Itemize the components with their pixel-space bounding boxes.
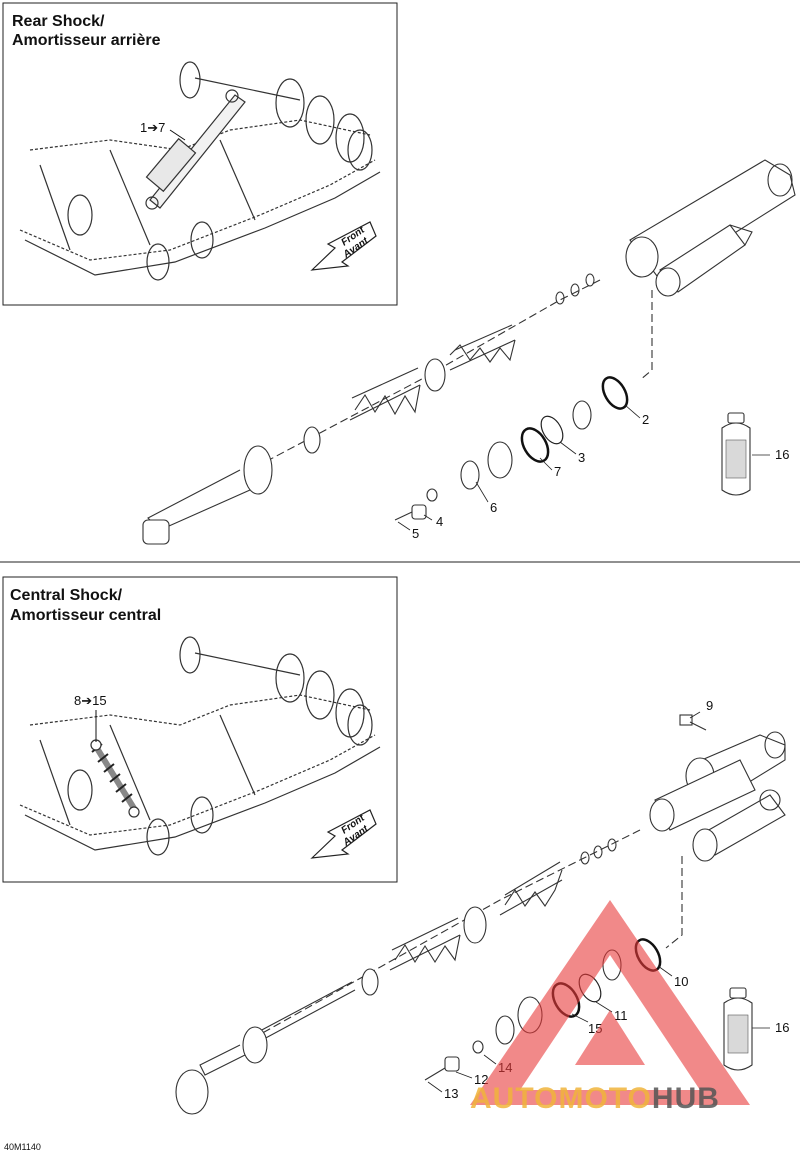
rear-inset-title-line2: Amortisseur arrière xyxy=(12,32,161,49)
watermark-moto: MOTO xyxy=(558,1082,651,1115)
part-label-6: 6 xyxy=(490,500,497,515)
part-label-16-rear: 16 xyxy=(775,447,789,462)
watermark-triangle-icon xyxy=(470,900,750,1105)
rear-oil-bottle-icon xyxy=(721,412,751,496)
central-oil-bottle-icon xyxy=(723,987,753,1071)
part-label-9: 9 xyxy=(706,698,713,713)
central-leader-lines xyxy=(427,711,770,1093)
part-label-5: 5 xyxy=(412,526,419,541)
rear-front-arrow-icon xyxy=(310,221,377,271)
rear-shock-exploded-view xyxy=(142,159,796,545)
rear-section: Rear Shock/ Amortisseur arrière xyxy=(2,2,796,545)
rear-inset-callout: 1➔7 xyxy=(140,120,165,135)
central-inset-callout: 8➔15 xyxy=(74,693,107,708)
part-label-12: 12 xyxy=(474,1072,488,1087)
part-label-11: 11 xyxy=(614,1008,628,1023)
rear-callout-leader xyxy=(169,129,186,141)
watermark-auto: AUTO xyxy=(470,1082,558,1115)
central-suspension-drawing xyxy=(19,636,381,856)
part-label-10: 10 xyxy=(674,974,688,989)
central-front-arrow-icon xyxy=(310,809,377,859)
watermark-logo xyxy=(470,900,750,1105)
rear-o-rings xyxy=(520,376,629,463)
rear-seal-ring xyxy=(540,415,564,445)
watermark-hub: HUB xyxy=(652,1082,720,1115)
watermark-text: AUTOMOTOHUB xyxy=(470,1082,720,1115)
central-inset-title-line2: Amortisseur central xyxy=(10,607,161,624)
part-label-4: 4 xyxy=(436,514,443,529)
central-inset-title-line1: Central Shock/ xyxy=(10,587,123,604)
part-label-16-central: 16 xyxy=(775,1020,789,1035)
part-label-2: 2 xyxy=(642,412,649,427)
rear-suspension-drawing xyxy=(19,61,381,281)
central-section: Central Shock/ Amortisseur central 8➔15 xyxy=(2,576,789,1115)
part-label-13: 13 xyxy=(444,1086,458,1101)
part-label-7: 7 xyxy=(554,464,561,479)
rear-leader-lines xyxy=(397,404,770,531)
rear-inset-title-line1: Rear Shock/ xyxy=(12,13,105,30)
part-label-3: 3 xyxy=(578,450,585,465)
drawing-code: 40M1140 xyxy=(4,1142,41,1152)
